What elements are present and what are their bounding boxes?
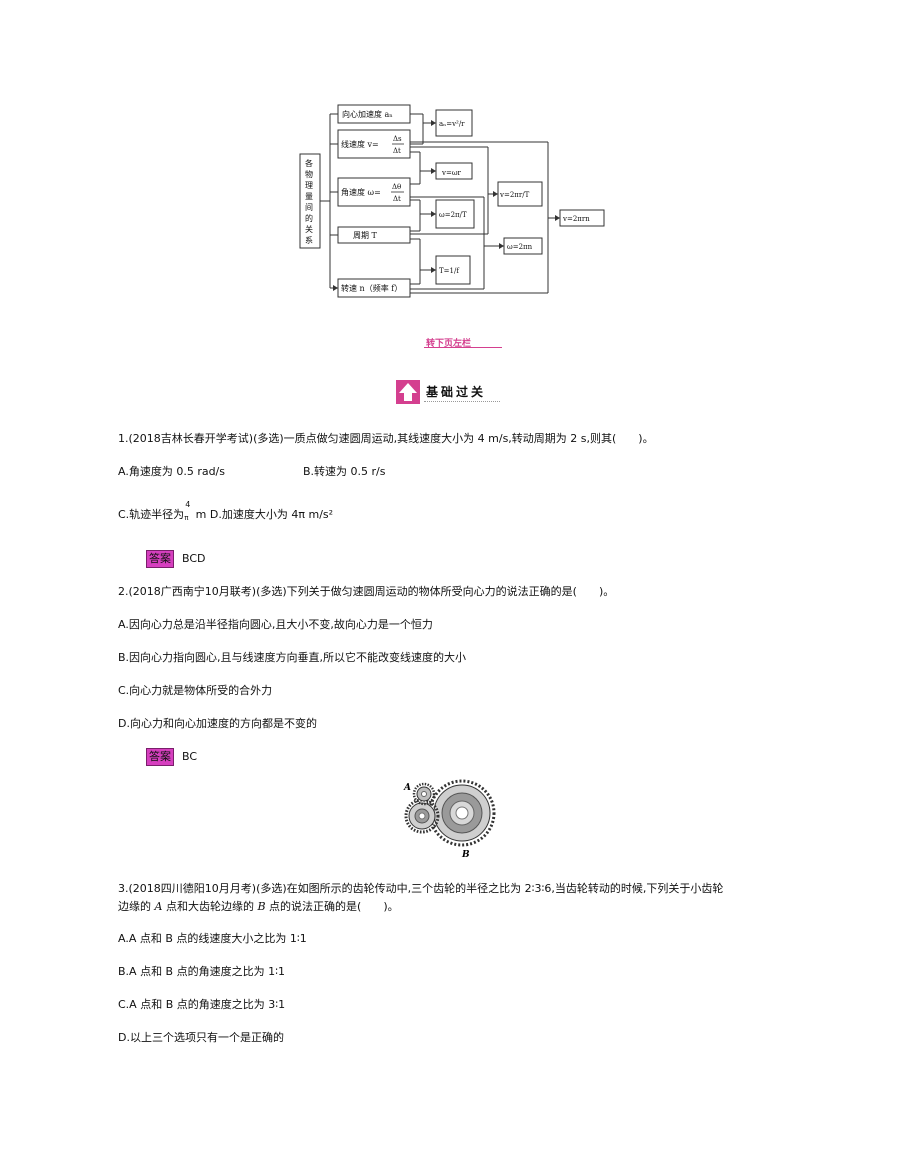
point-b-label: B: [461, 850, 470, 860]
q3-option-d: D.以上三个选项只有一个是正确的: [118, 1031, 284, 1044]
formula-v-wr: v=ωr: [441, 169, 462, 177]
q3-option-c: C.A 点和 B 点的角速度之比为 3∶1: [118, 998, 286, 1011]
relationship-diagram: 各 物 理 量 间 的 关 系 向心加速度 aₙ 线速度 v= Δs Δt 角速…: [299, 104, 605, 298]
answer-value: BCD: [182, 552, 206, 565]
q1-option-a: A.角速度为 0.5 rad/s: [118, 465, 225, 478]
q2-option-d: D.向心力和向心加速度的方向都是不变的: [118, 717, 317, 730]
point-b-ref: B: [257, 900, 266, 913]
formula-w-2pin: ω=2πn: [507, 243, 533, 251]
q2-option-a: A.因向心力总是沿半径指向圆心,且大小不变,故向心力是一个恒力: [118, 618, 433, 631]
root-char: 各: [305, 158, 313, 168]
q3-option-a: A.A 点和 B 点的线速度大小之比为 1∶1: [118, 932, 307, 945]
answer-value: BC: [182, 750, 198, 763]
up-arrow-icon: [396, 380, 420, 404]
formula-v-2pirn: v=2πrn: [562, 215, 590, 223]
fraction-den: π: [184, 514, 189, 522]
root-char: 系: [305, 235, 313, 245]
frac-den: Δt: [393, 147, 401, 155]
formula-T-1f: T=1/f: [439, 267, 460, 275]
divider: [424, 401, 500, 403]
formula-an: aₙ=v²/r: [439, 120, 465, 128]
section-title: 基础过关: [426, 385, 487, 399]
root-char: 理: [305, 181, 313, 190]
answer-tag: 答案: [146, 748, 174, 766]
point-a-label: A: [403, 783, 411, 793]
root-char: 物: [305, 169, 313, 179]
answer-tag: 答案: [146, 550, 174, 568]
gear-figure: A B: [403, 779, 496, 860]
divider: [424, 347, 502, 348]
root-char: 间: [305, 203, 313, 212]
node-rot-speed: 转速 n（频率 f）: [341, 283, 402, 293]
node-linear-speed: 线速度 v=: [341, 139, 379, 149]
formula-v-2pir-T: v=2πr/T: [499, 191, 530, 199]
formula-w-2pi-T: ω=2π/T: [439, 211, 467, 219]
node-period: 周期 T: [353, 231, 378, 240]
frac-num: Δs: [393, 135, 402, 143]
root-char: 的: [305, 213, 313, 223]
stem-text: 点和大齿轮边缘的: [162, 900, 258, 913]
fraction-num: 4: [185, 500, 191, 509]
q2-option-c: C.向心力就是物体所受的合外力: [118, 684, 273, 697]
frac-den: Δt: [393, 195, 401, 203]
q1-option-d: m D.加速度大小为 4π m/s²: [192, 508, 334, 521]
node-centripetal-acc: 向心加速度 aₙ: [342, 109, 393, 119]
stem-text: 边缘的: [118, 900, 155, 913]
q1-option-c-prefix: C.轨迹半径为: [118, 508, 185, 521]
question-1-stem: 1.(2018吉林长春开学考试)(多选)一质点做匀速圆周运动,其线速度大小为 4…: [118, 432, 654, 445]
question-3-stem-line2: 边缘的 A 点和大齿轮边缘的 B 点的说法正确的是( )。: [118, 899, 399, 915]
point-a-ref: A: [154, 900, 163, 913]
question-2-stem: 2.(2018广西南宁10月联考)(多选)下列关于做匀速圆周运动的物体所受向心力…: [118, 585, 615, 598]
q3-option-b: B.A 点和 B 点的角速度之比为 1∶1: [118, 965, 285, 978]
node-angular-speed: 角速度 ω=: [341, 187, 381, 197]
stem-text: 点的说法正确的是( )。: [265, 900, 399, 913]
next-page-note: 转下页左栏: [426, 339, 472, 349]
question-3-stem-line1: 3.(2018四川德阳10月月考)(多选)在如图所示的齿轮传动中,三个齿轮的半径…: [118, 882, 724, 895]
root-char: 量: [305, 192, 313, 201]
q2-option-b: B.因向心力指向圆心,且与线速度方向垂直,所以它不能改变线速度的大小: [118, 651, 467, 664]
root-char: 关: [305, 224, 313, 234]
q1-option-b: B.转速为 0.5 r/s: [303, 465, 386, 478]
frac-num: Δθ: [392, 183, 401, 191]
